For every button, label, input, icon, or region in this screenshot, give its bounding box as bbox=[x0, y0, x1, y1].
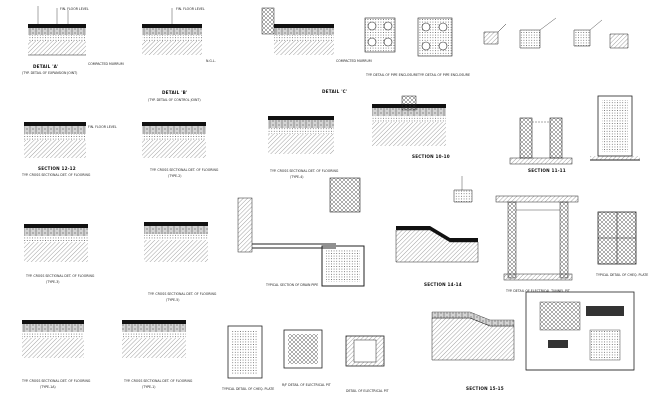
section-15-15: SECTION 15-15 bbox=[431, 311, 515, 391]
chequered-plate-2: TYPICAL DETAIL OF CHEQ. PLATE bbox=[221, 325, 274, 391]
pipe-enclosure-1-title: TYP. DETAIL OF PIPE ENCLOSURE bbox=[365, 73, 418, 77]
detail-a-subtitle: (TYP. DETAIL OF EXPANSION JOINT) bbox=[22, 71, 77, 75]
flooring-type-1-subtitle: (TYPE-1) bbox=[142, 385, 156, 389]
section-12-12-ffl: FIN. FLOOR LEVEL bbox=[88, 125, 117, 129]
flooring-type-1a-title: TYP. CROSS SECTIONAL DET. OF FLOORING bbox=[21, 379, 91, 383]
section-15-15-title: SECTION 15-15 bbox=[466, 386, 504, 391]
section-12-12: FIN. FLOOR LEVEL SECTION 12-12 TYP. CROS… bbox=[21, 122, 117, 177]
detail-b-label: FIN. FLOOR LEVEL bbox=[176, 7, 205, 11]
flooring-type-1-title: TYP. CROSS SECTIONAL DET. OF FLOORING bbox=[123, 379, 193, 383]
flooring-type-2-subtitle: (TYPE-2) bbox=[168, 174, 182, 178]
flooring-type-2: TYP. CROSS SECTIONAL DET. OF FLOORING (T… bbox=[142, 122, 219, 178]
pipe-enclosure-2-title: TYP. DETAIL OF PIPE ENCLOSURE bbox=[417, 73, 470, 77]
chequered-plate-1-title: TYPICAL DETAIL OF CHEQ. PLATE bbox=[595, 273, 648, 277]
flooring-type-5: TYP. CROSS SECTIONAL DET. OF FLOORING (T… bbox=[144, 222, 217, 302]
section-12-12-title: SECTION 12-12 bbox=[38, 166, 76, 171]
section-14-14: SECTION 14-14 bbox=[395, 226, 479, 287]
section-12-12-subtitle: TYP. CROSS SECTIONAL DET. OF FLOORING bbox=[21, 173, 91, 177]
electrical-pit-2-title: DETAIL OF ELECTRICAL PIT bbox=[346, 389, 389, 393]
flooring-type-2-title: TYP. CROSS SECTIONAL DET. OF FLOORING bbox=[149, 168, 219, 172]
detail-a-title: DETAIL 'A' bbox=[33, 64, 59, 69]
plan-detail bbox=[525, 291, 635, 371]
flooring-type-4-title: TYP. CROSS SECTIONAL DET. OF FLOORING bbox=[269, 169, 339, 173]
flooring-type-5-title: TYP. CROSS SECTIONAL DET. OF FLOORING bbox=[147, 292, 217, 296]
pit-section-top-right bbox=[590, 95, 640, 161]
electrical-pit-1-title: R/F DETAIL OF ELECTRICAL PIT bbox=[282, 383, 331, 387]
flooring-type-3-title: TYP. CROSS SECTIONAL DET. OF FLOORING bbox=[25, 274, 95, 278]
flooring-type-4-subtitle: (TYPE-4) bbox=[290, 175, 304, 179]
detail-c: COMPACTED MURRUM DETAIL 'C' bbox=[261, 7, 372, 94]
detail-c-murrum-label: COMPACTED MURRUM bbox=[336, 59, 372, 63]
detail-b-ngl: N.G.L. bbox=[206, 59, 216, 63]
detail-a-label: FIN. FLOOR LEVEL bbox=[60, 7, 89, 11]
detail-b-subtitle: (TYP. DETAIL OF CONTROL JOINT) bbox=[148, 98, 201, 102]
section-11-11-title: SECTION 11-11 bbox=[528, 168, 566, 173]
flooring-type-4: TYP. CROSS SECTIONAL DET. OF FLOORING (T… bbox=[268, 116, 339, 179]
section-10-10-title: SECTION 10-10 bbox=[412, 154, 450, 159]
flooring-type-5-subtitle: (TYPE-5) bbox=[166, 298, 180, 302]
detail-a: FIN. FLOOR LEVEL COMPACTED MURRUM DETAIL… bbox=[22, 6, 124, 75]
chequered-plate-1: TYPICAL DETAIL OF CHEQ. PLATE bbox=[595, 211, 648, 277]
chequered-plate-2-title: TYPICAL DETAIL OF CHEQ. PLATE bbox=[221, 387, 274, 391]
electrical-tunnel: TYP. DETAIL OF ELECTRICAL TUNNEL PIT bbox=[495, 195, 579, 293]
small-connection-details bbox=[483, 17, 629, 49]
pipe-enclosure-2: TYP. DETAIL OF PIPE ENCLOSURE bbox=[417, 17, 470, 77]
flooring-type-3-subtitle: (TYPE-3) bbox=[46, 280, 60, 284]
detail-b: FIN. FLOOR LEVEL N.G.L. DETAIL 'B' (TYP.… bbox=[142, 7, 216, 102]
detail-c-title: DETAIL 'C' bbox=[322, 89, 347, 94]
flooring-type-3: TYP. CROSS SECTIONAL DET. OF FLOORING (T… bbox=[24, 224, 95, 284]
detail-b-title: DETAIL 'B' bbox=[162, 90, 188, 95]
electrical-pit-2: DETAIL OF ELECTRICAL PIT bbox=[345, 335, 389, 393]
section-11-11: SECTION 11-11 bbox=[509, 117, 573, 173]
junction-detail bbox=[453, 176, 473, 203]
flooring-type-1: TYP. CROSS SECTIONAL DET. OF FLOORING (T… bbox=[122, 320, 193, 389]
flooring-type-1a-subtitle: (TYPE-1A) bbox=[40, 385, 56, 389]
section-14-14-title: SECTION 14-14 bbox=[424, 282, 462, 287]
electrical-pit-1: R/F DETAIL OF ELECTRICAL PIT bbox=[282, 329, 331, 387]
flooring-type-1a: TYP. CROSS SECTIONAL DET. OF FLOORING (T… bbox=[21, 320, 91, 389]
drain-pipe-title: TYPICAL SECTION OF DRAIN PIPE bbox=[265, 283, 318, 287]
detail-a-murrum-label: COMPACTED MURRUM bbox=[88, 62, 124, 66]
electrical-tunnel-title: TYP. DETAIL OF ELECTRICAL TUNNEL PIT bbox=[505, 289, 570, 293]
pipe-enclosure-1: TYP. DETAIL OF PIPE ENCLOSURE bbox=[364, 17, 418, 77]
drain-pipe: TYPICAL SECTION OF DRAIN PIPE bbox=[237, 177, 365, 287]
section-10-10: SECTION 10-10 bbox=[372, 95, 450, 159]
